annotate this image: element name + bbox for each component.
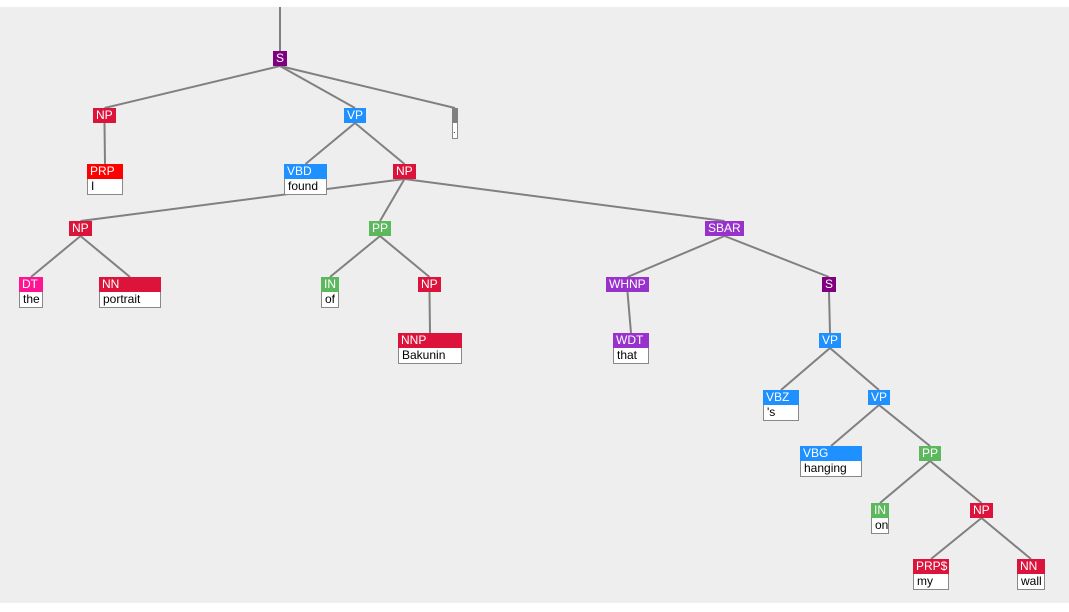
edge-np2-sbar1 [404,178,725,222]
node-label: SBAR [705,221,744,236]
phrase-node-np2: NP [393,164,416,179]
phrase-node-pp1: PP [369,221,392,236]
node-label: IN [871,503,889,518]
tree-edges [30,7,1032,560]
leaf-node-prps1: PRP$my [913,559,949,590]
phrase-node-s1: S [273,51,288,66]
edge-sbar1-whnp1 [627,235,725,278]
node-label: NN [1017,559,1045,574]
node-label: NNP [398,333,462,348]
phrase-node-np1: NP [93,108,116,123]
edge-whnp1-wdt1 [626,291,632,334]
edge-s1-vp1 [279,65,356,109]
node-word: found [284,179,327,195]
node-label: PRP [87,164,123,179]
edge-pp1-np4 [379,235,431,278]
edge-np4-nnp1 [428,291,431,334]
node-label: WDT [613,333,649,348]
phrase-node-whnp1: WHNP [606,277,649,292]
node-label: VP [344,108,367,123]
edge-pp2-np5 [929,460,983,504]
node-label: NP [418,277,441,292]
node-label: NP [393,164,416,179]
leaf-node-vbz1: VBZ's [763,390,799,421]
edge-np3-nn1 [79,235,131,278]
node-label: NP [970,503,993,518]
node-word: . [452,123,458,139]
node-word: hanging [800,461,862,477]
node-label: S [273,51,288,66]
edge-np2-np3 [80,178,405,222]
phrase-node-pp2: PP [919,446,942,461]
node-word: wall [1017,574,1045,590]
node-label: S [822,277,837,292]
phrase-node-np3: NP [69,221,92,236]
edge-np1-prp1 [103,122,106,165]
edge-np3-dt1 [30,235,82,278]
node-word: my [913,574,949,590]
node-label: VBZ [763,390,799,405]
edge-vp2-vbz1 [780,347,831,391]
edge-pp1-in1 [329,235,381,278]
edge-vp3-pp2 [878,404,931,447]
node-label: DT [19,277,43,292]
phrase-node-np5: NP [970,503,993,518]
edge-s2-vp2 [828,291,831,334]
edge-np5-prps1 [930,517,983,560]
node-label: VBG [800,446,862,461]
edge-np5-nn2 [980,517,1032,560]
node-label [452,108,458,123]
node-word: of [321,292,339,308]
phrase-node-s2: S [822,277,837,292]
phrase-node-vp3: VP [868,390,891,405]
node-label: IN [321,277,339,292]
node-label: PP [919,446,942,461]
edge-np2-pp1 [379,178,406,222]
node-label: NP [69,221,92,236]
edge-vp1-np2 [354,122,406,165]
edge-s1-punct [279,65,456,109]
phrase-node-sbar1: SBAR [705,221,744,236]
node-word: portrait [99,292,161,308]
edge-s1-np1 [104,65,281,109]
node-label: PP [369,221,392,236]
node-word: the [19,292,43,308]
node-label: NP [93,108,116,123]
phrase-node-np4: NP [418,277,441,292]
node-label: WHNP [606,277,649,292]
edge-vp1-vbd1 [304,122,356,165]
leaf-node-punct: . [452,108,458,139]
node-label: VP [819,333,842,348]
node-label: NN [99,277,161,292]
node-word: that [613,348,649,364]
node-word: on [871,518,889,534]
node-label: VBD [284,164,327,179]
node-label: VP [868,390,891,405]
node-word: Bakunin [398,348,462,364]
phrase-node-vp1: VP [344,108,367,123]
node-label: PRP$ [913,559,949,574]
edge-vp3-vbg1 [830,404,880,447]
edge-vp2-vp3 [829,347,880,391]
node-word: 's [763,405,799,421]
phrase-node-vp2: VP [819,333,842,348]
edge-sbar1-s2 [724,235,830,278]
edge-pp2-in2 [879,460,931,504]
node-word: I [87,179,123,195]
